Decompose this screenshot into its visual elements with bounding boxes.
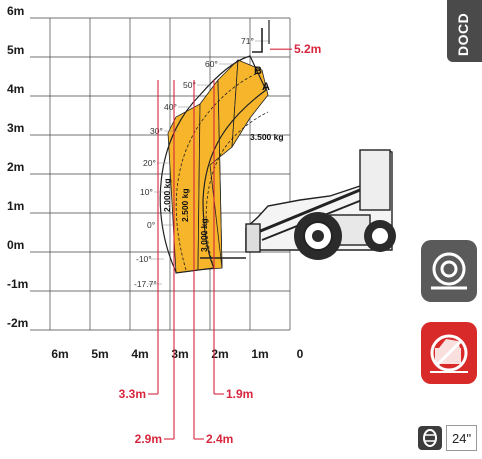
load-zone-label: 2.500 kg <box>180 188 190 222</box>
reach-marker-label: 3.3m <box>119 387 146 401</box>
reach-marker-label: 2.9m <box>135 432 162 446</box>
boom-angle-label: 40° <box>164 102 177 112</box>
boom-angle-label: -10° <box>136 254 152 264</box>
no-stabilizer-badge <box>421 322 477 384</box>
y-tick-label: 0m <box>7 238 24 252</box>
no-stabilizer-icon <box>430 334 468 373</box>
load-zone-label: 3.000 kg <box>199 218 209 252</box>
boom-angle-label: 20° <box>143 158 156 168</box>
boom-angle-label: -17.7° <box>134 279 157 289</box>
boom-angle-labels: 71° 60° 50° 40° 30° 20° 10° 0° -10° -17.7° <box>134 36 269 289</box>
fork-top <box>252 28 263 53</box>
boom-angle-label: 10° <box>140 187 153 197</box>
y-tick-label: 6m <box>7 4 24 18</box>
inner-arc <box>175 72 259 271</box>
reach-marker-label: 2.4m <box>206 432 233 446</box>
inner-arc <box>205 111 269 269</box>
axis-labels: 6m 5m 4m 3m 2m 1m 0m -1m -2m 6m 5m 4m 3m 2m 1m 0 <box>7 4 304 361</box>
boom-angle-label: 50° <box>183 80 196 90</box>
x-tick-label: 3m <box>171 347 188 361</box>
tire-icon <box>431 252 467 290</box>
load-zone-labels: 2.000 kg 2.500 kg 3.000 kg 3.500 kg <box>162 132 284 252</box>
load-zone-label: 3.500 kg <box>250 132 284 142</box>
x-tick-label: 2m <box>211 347 228 361</box>
x-tick-label: 5m <box>91 347 108 361</box>
reach-markers: 5.2m 3.3m 2.9m 2.4m 1.9m <box>119 42 322 446</box>
x-tick-label: 0 <box>297 347 304 361</box>
grid <box>30 17 291 331</box>
x-tick-label: 1m <box>251 347 268 361</box>
reference-point-label: A <box>262 81 270 93</box>
document-tab[interactable]: DOCD <box>447 0 482 62</box>
y-tick-label: -2m <box>7 316 28 330</box>
max-height-label: 5.2m <box>294 42 321 56</box>
y-tick-label: -1m <box>7 277 28 291</box>
load-envelope <box>159 55 269 274</box>
boom-angle-label: 0° <box>147 220 155 230</box>
boom-angle-label: 71° <box>241 36 254 46</box>
y-tick-label: 4m <box>7 82 24 96</box>
envelope-outline <box>159 55 267 274</box>
boom-angle-label: 60° <box>205 59 218 69</box>
x-tick-label: 4m <box>131 347 148 361</box>
tire-size: 24" <box>418 425 478 451</box>
y-tick-label: 3m <box>7 121 24 135</box>
load-zone-label: 2.000 kg <box>162 178 172 212</box>
x-tick-label: 6m <box>51 347 68 361</box>
y-tick-label: 1m <box>7 199 24 213</box>
reference-points: AB <box>252 20 270 93</box>
boom-angle-label: 30° <box>150 126 163 136</box>
reach-marker-label: 1.9m <box>226 387 253 401</box>
tire-badge <box>421 240 477 302</box>
reference-point-label: B <box>254 65 262 77</box>
telehandler-illustration <box>245 149 396 260</box>
tire-tread-icon <box>418 426 442 450</box>
y-tick-label: 2m <box>7 160 24 174</box>
tire-size-value: 24" <box>446 425 478 451</box>
document-tab-text: DOCD <box>455 12 471 56</box>
y-tick-label: 5m <box>7 43 24 57</box>
